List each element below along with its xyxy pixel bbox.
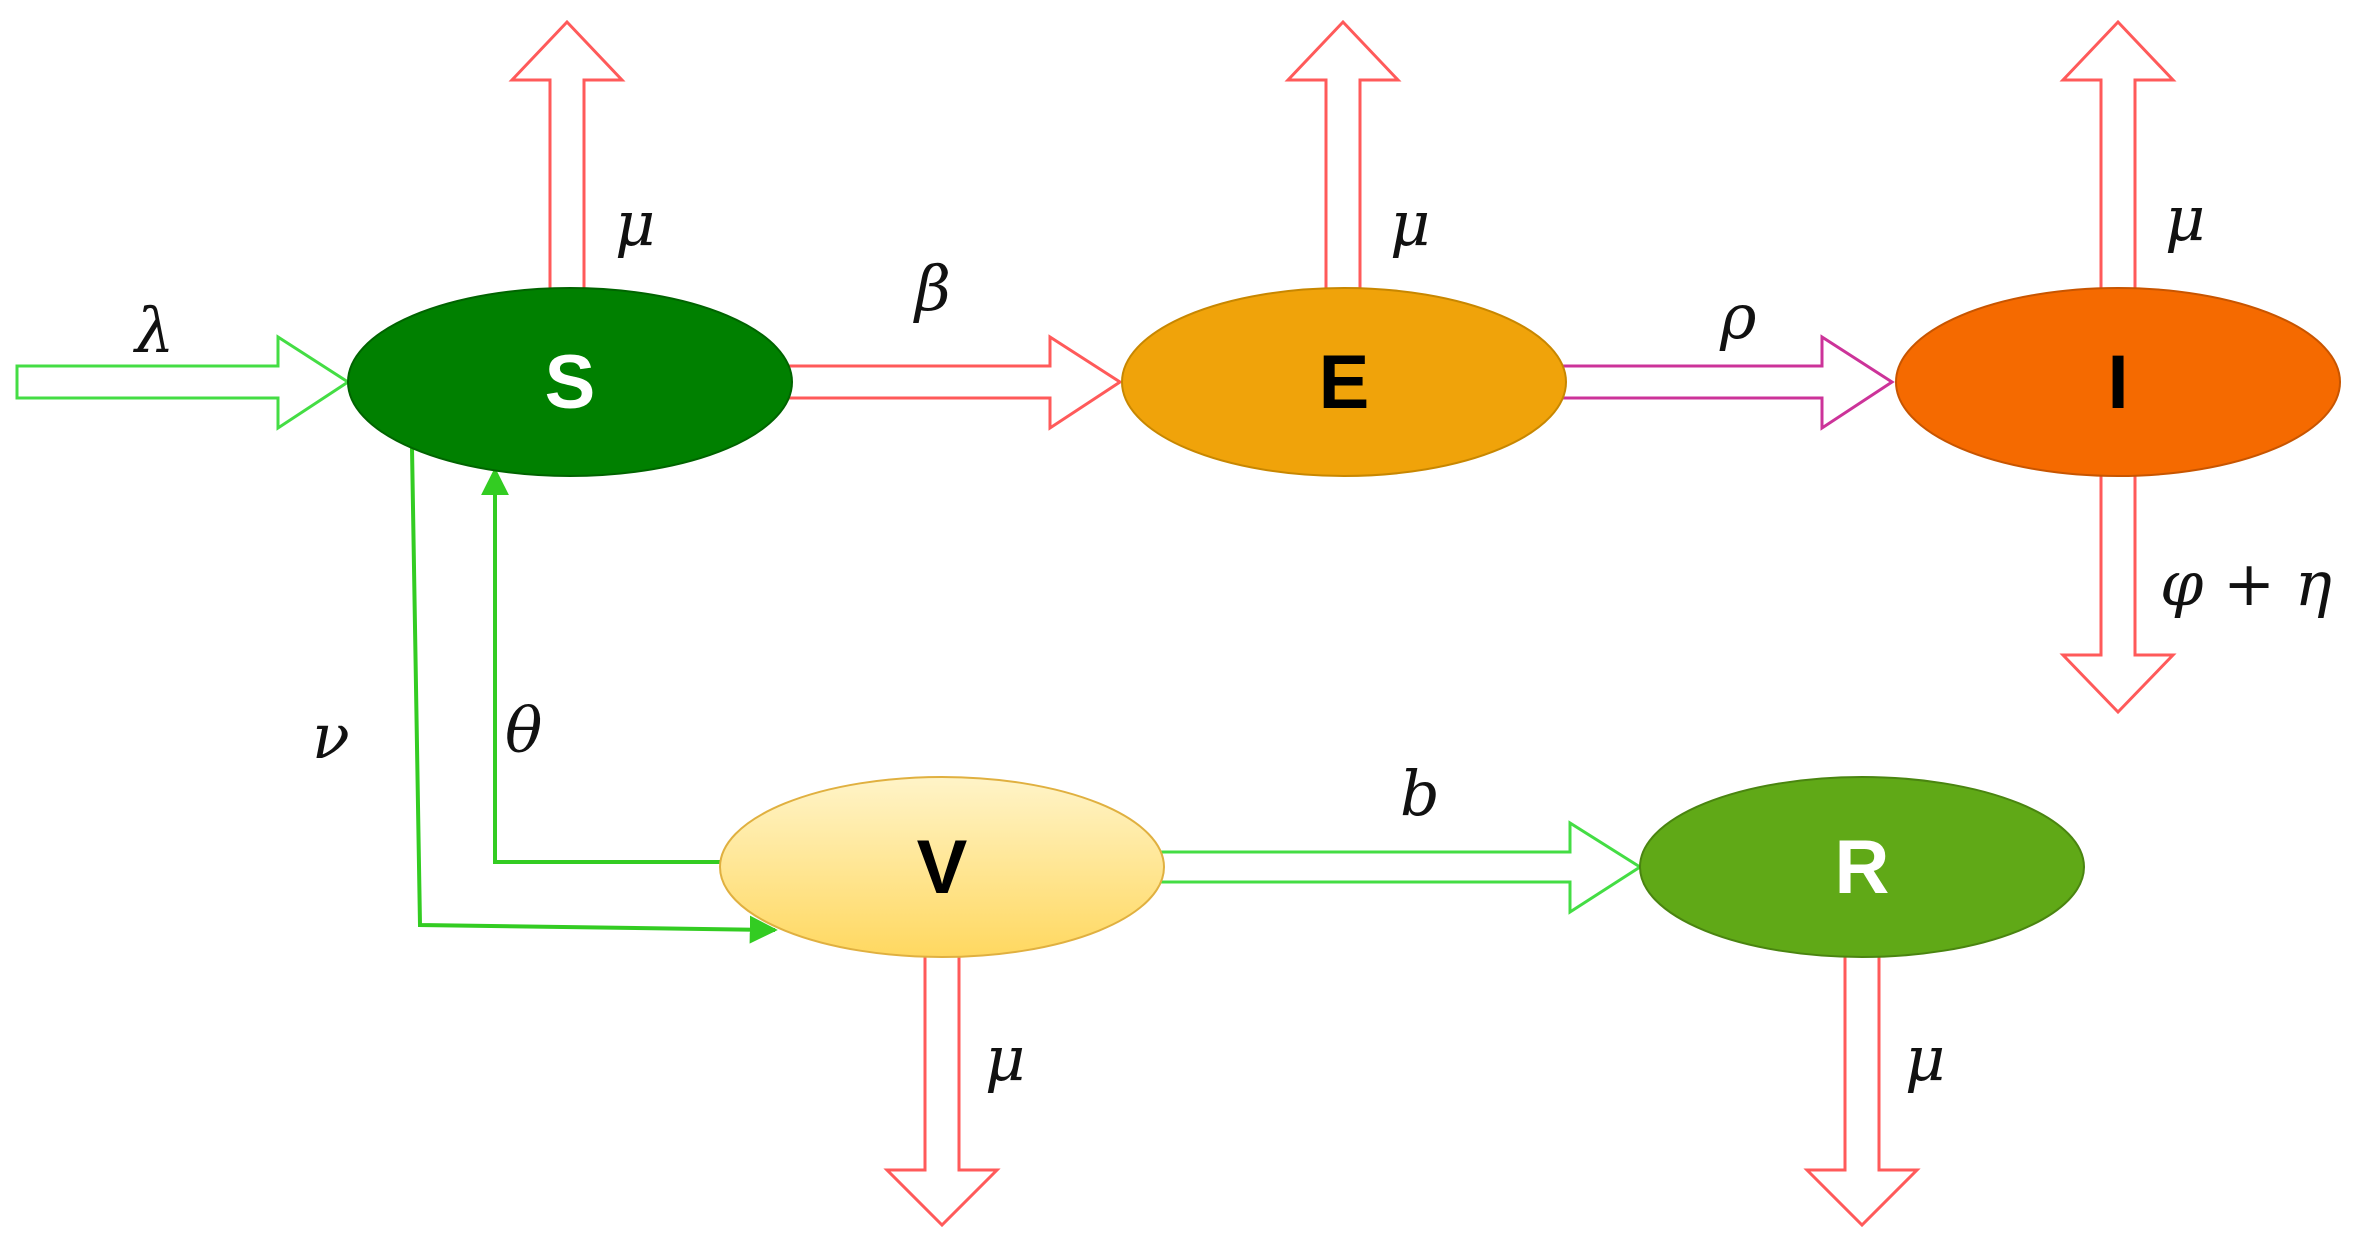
rate-mu-e: μ (1390, 187, 1430, 260)
s-death-arrow (508, 19, 626, 294)
rate-mu-r: μ (1905, 1022, 1945, 1095)
v-to-r-arrow (1156, 820, 1643, 915)
compartment-i (1895, 287, 2341, 477)
rate-mu-v: μ (985, 1022, 1025, 1095)
i-removal-arrow (2059, 468, 2177, 715)
v-death-arrow (883, 953, 1001, 1228)
rate-nu: ν (312, 700, 350, 773)
rate-mu-s: μ (615, 187, 655, 260)
i-death-arrow (2059, 19, 2177, 294)
compartment-i-label: I (2107, 340, 2128, 425)
lambda-inflow-arrow (15, 334, 351, 431)
rate-theta: θ (505, 694, 542, 767)
compartment-r (1639, 776, 2085, 958)
r-death-arrow (1803, 953, 1921, 1228)
rate-lambda: λ (132, 294, 174, 367)
rate-beta: β (913, 252, 951, 325)
s-to-v-vaccination-line (410, 447, 778, 944)
compartment-s (347, 287, 793, 477)
e-to-i-arrow (1560, 334, 1895, 431)
compartment-v-label: V (917, 825, 968, 910)
e-death-arrow (1284, 19, 1402, 294)
rate-phi-plus-eta: φ + η (2160, 547, 2332, 620)
s-to-e-arrow (786, 334, 1123, 431)
rate-mu-i: μ (2165, 182, 2205, 255)
compartment-r-label: R (1835, 825, 1890, 910)
compartment-e-label: E (1319, 340, 1370, 425)
rate-rho: ρ (1719, 280, 1756, 353)
v-to-s-waning-line (481, 467, 722, 864)
rate-b: b (1400, 757, 1440, 830)
compartment-s-label: S (545, 340, 596, 425)
compartment-v (719, 776, 1165, 958)
compartment-e (1121, 287, 1567, 477)
